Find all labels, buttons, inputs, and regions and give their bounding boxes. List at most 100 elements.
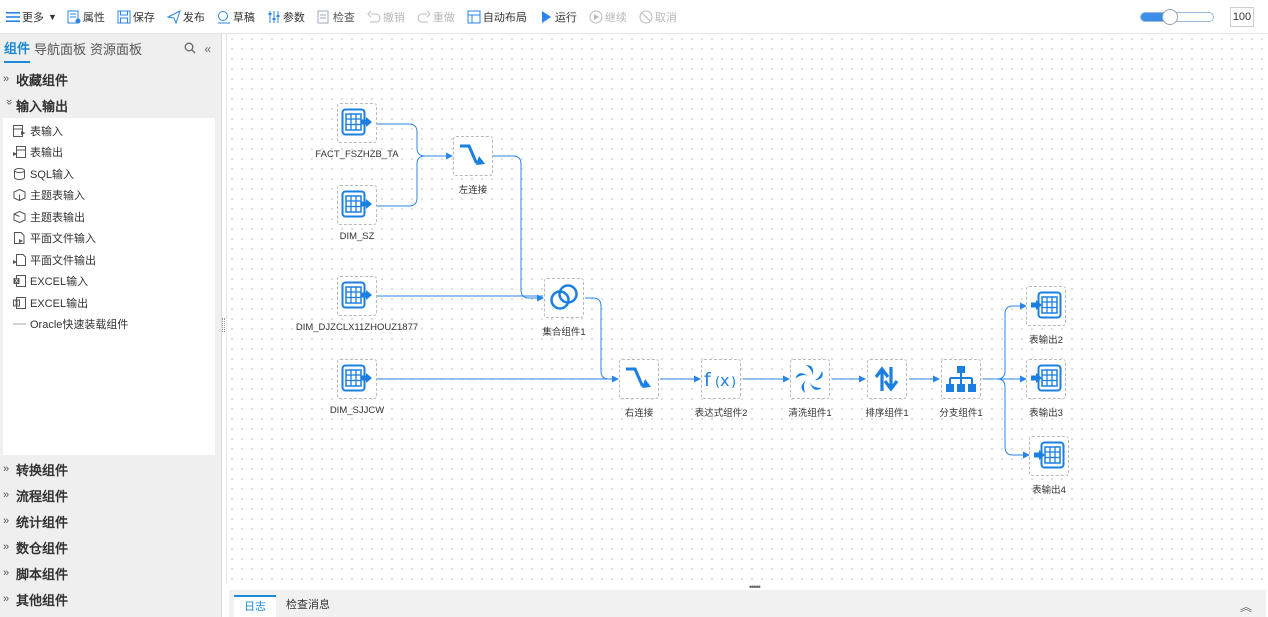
continue-icon [589, 10, 603, 24]
send-icon [166, 9, 181, 24]
group-warehouse-label: 数仓组件 [16, 540, 69, 556]
flow-node-sort[interactable] [867, 359, 907, 399]
draft-button[interactable]: 草稿 [217, 0, 255, 34]
continue-button[interactable]: 继续 [589, 0, 627, 34]
group-warehouse[interactable]: »数仓组件 [0, 534, 221, 560]
zoom-slider-handle[interactable] [1161, 9, 1178, 25]
excel-output-icon: X [12, 296, 26, 309]
flow-node-table-output-2[interactable] [1026, 286, 1066, 326]
save-button[interactable]: 保存 [117, 0, 155, 34]
table-output-icon [1029, 290, 1063, 323]
expand-panel-icon[interactable]: ︽ [1239, 600, 1252, 614]
group-stats-label: 统计组件 [16, 514, 69, 530]
edge-n2-n5[interactable] [377, 155, 452, 207]
check-button[interactable]: 检查 [317, 0, 355, 34]
flow-node-union[interactable] [544, 278, 584, 318]
tab-resources[interactable]: 资源面板 [90, 41, 143, 57]
flow-node-dim-djzclx[interactable] [337, 276, 377, 316]
collapse-sidebar-icon[interactable]: « [204, 42, 211, 56]
flat-file-input-icon [12, 232, 26, 245]
search-icon[interactable] [184, 42, 196, 57]
group-stats[interactable]: » 统计组件 [0, 508, 221, 534]
flow-node-fact-fszhzb-ta[interactable] [337, 103, 377, 143]
edge-n5-n6[interactable] [493, 155, 544, 302]
edge-n11-n14[interactable] [983, 378, 1030, 459]
edge-n1-n5[interactable] [377, 123, 453, 160]
group-transform[interactable]: »转换组件 [0, 456, 221, 482]
node-label: 集合组件1 [542, 327, 586, 338]
edge-n11-n12[interactable] [983, 302, 1027, 380]
flow-node-table-output-4[interactable] [1029, 436, 1069, 476]
item-label: SQL输入 [30, 168, 75, 181]
undo-button[interactable]: 撤销 [367, 0, 405, 34]
list-item[interactable]: 表输入 [3, 120, 215, 142]
params-button[interactable]: 参数 [267, 0, 305, 34]
cancel-button[interactable]: 取消 [639, 0, 677, 34]
group-io[interactable]: »输入输出 [0, 92, 221, 118]
sidebar-resize-handle[interactable] [222, 318, 225, 332]
list-item[interactable]: 主题表输出 [3, 206, 215, 228]
group-script[interactable]: »脚本组件 [0, 560, 221, 586]
sidebar-tools: « [184, 42, 211, 57]
list-item[interactable]: 平面文件输入 [3, 228, 215, 250]
chevron-right-icon: » [3, 515, 10, 527]
flow-node-right-join[interactable] [619, 359, 659, 399]
zoom-input[interactable]: 100 [1230, 7, 1254, 27]
layout-icon [467, 10, 481, 24]
node-label: 左连接 [458, 185, 488, 196]
cancel-label: 取消 [654, 11, 677, 24]
more-menu-button[interactable]: 更多 ▼ [6, 0, 57, 34]
left-join-icon [460, 144, 485, 165]
list-item[interactable]: 平面文件输出 [3, 249, 215, 271]
clean-icon [795, 365, 823, 393]
sidebar-tabs: 组件 导航面板 资源面板 « [0, 34, 221, 66]
redo-icon [417, 10, 431, 24]
list-item[interactable]: SQL输入 [3, 163, 215, 185]
component-sidebar: 组件 导航面板 资源面板 « »收藏组件 »输入输出 表输入 表输出 SQL输入… [0, 34, 222, 617]
edge-layer [377, 123, 1030, 459]
auto-layout-label: 自动布局 [482, 11, 527, 24]
properties-label: 属性 [82, 11, 105, 24]
bottom-panel-resize-handle[interactable]: ••••• [749, 582, 761, 592]
tab-components[interactable]: 组件 [4, 38, 31, 63]
tab-navigation[interactable]: 导航面板 [34, 41, 87, 57]
flow-node-table-output-3[interactable] [1026, 359, 1066, 399]
group-flow[interactable]: »流程组件 [0, 482, 221, 508]
branch-icon [946, 366, 976, 392]
tab-log[interactable]: 日志 [234, 595, 276, 617]
publish-button[interactable]: 发布 [166, 0, 205, 34]
run-button[interactable]: 运行 [539, 0, 577, 34]
list-item[interactable]: 主题表输入 [3, 185, 215, 207]
table-input-icon [12, 124, 26, 137]
group-script-label: 脚本组件 [16, 566, 69, 582]
node-label: 表输出3 [1029, 408, 1063, 419]
table-input-icon [340, 189, 374, 222]
flow-canvas[interactable]: FACT_FSZHZB_TA DIM_SZ DIM_DJZCLX11ZHOUZ1… [226, 34, 1266, 584]
flat-file-output-icon [12, 253, 26, 266]
group-other[interactable]: »其他组件 [0, 586, 221, 612]
flow-node-dim-sz[interactable] [337, 185, 377, 225]
list-item[interactable]: 表输出 [3, 142, 215, 164]
flow-node-expression[interactable]: f(x) [701, 359, 741, 399]
edge-n6-n7[interactable] [585, 297, 619, 383]
table-input-icon [340, 107, 374, 140]
auto-layout-button[interactable]: 自动布局 [467, 0, 527, 34]
list-item[interactable]: Oracle快速装载组件 [3, 314, 215, 336]
tab-check-messages[interactable]: 检查消息 [286, 599, 330, 611]
flow-node-dim-sjjcw[interactable] [337, 359, 377, 399]
node-label: FACT_FSZHZB_TA [315, 149, 399, 160]
flow-node-branch[interactable] [941, 359, 981, 399]
redo-button[interactable]: 重做 [417, 0, 455, 34]
properties-button[interactable]: 属性 [67, 0, 105, 34]
flow-node-clean[interactable] [790, 359, 830, 399]
item-label: EXCEL输入 [30, 276, 89, 289]
toolbar: 更多 ▼ 属性 保存 发布 草稿 参数 检查 撤销 重做 自动布局 运行 [0, 0, 1268, 34]
zoom-slider[interactable] [1140, 9, 1214, 25]
flow-node-left-join[interactable] [453, 136, 493, 176]
node-label: DIM_DJZCLX11ZHOUZ1877 [295, 322, 419, 333]
continue-label: 继续 [604, 11, 627, 24]
table-output-icon [1032, 440, 1066, 473]
group-favorites[interactable]: »收藏组件 [0, 66, 221, 92]
